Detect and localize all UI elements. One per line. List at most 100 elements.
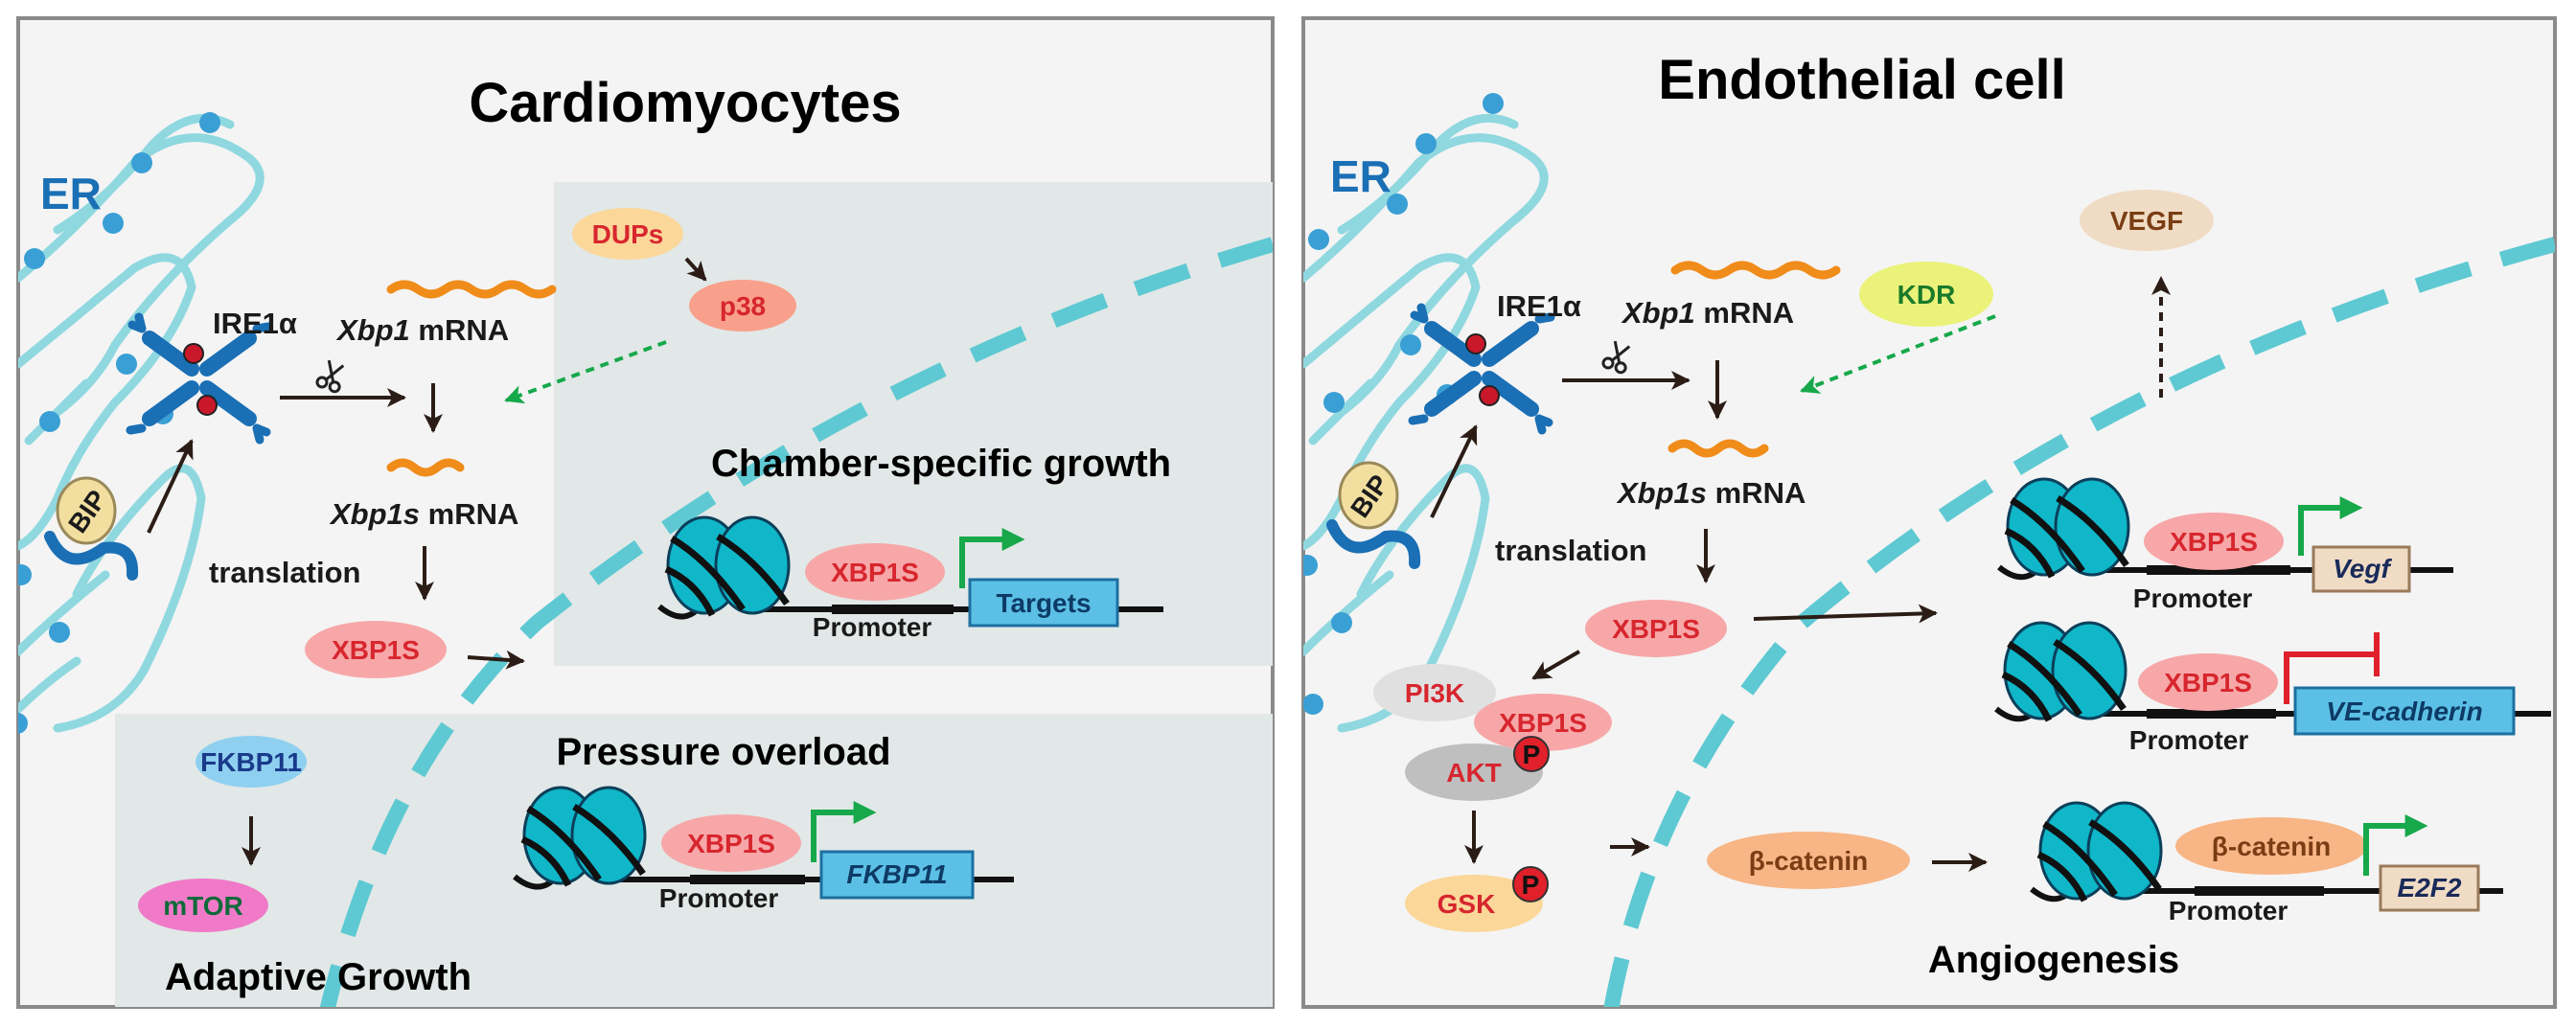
fkbp11-ellipse [196,736,307,788]
right-title: Endothelial cell [1658,49,2065,111]
gsk-ellipse [1405,875,1543,932]
right-xbp1s-ellipse [1585,600,1727,657]
chamber-target-label: Targets [996,588,1091,618]
kdr-label: KDR [1898,280,1956,309]
e2f2-gene-promoter-label: Promoter [2169,896,2288,925]
e2f2-gene-bcat-ellipse [2175,817,2367,875]
pressure-xbp1s-ellipse [661,814,801,872]
vegf-histones-icon [2006,479,2128,577]
vegf-gene-target-label: Vegf [2333,554,2392,583]
vegf-ellipse [2080,190,2214,251]
dups-to-p38-arrow [684,257,707,282]
left-xbp1s-gene: Xbp1s [329,497,420,531]
right-xbp1-suffix: mRNA [1695,296,1794,330]
dups-ellipse [572,208,683,260]
right-xbp1s-mrna-label: Xbp1s mRNA [1616,476,1806,510]
right-xbp1-gene: Xbp1 [1621,296,1695,330]
left-er-label: ER [40,169,102,218]
gsk-phospho-icon [1512,866,1549,902]
vecad-gene: XBP1S Promoter VE-cadherin [1994,623,2551,755]
vegf-label: VEGF [2110,206,2183,236]
right-xbp1s-label: XBP1S [1612,614,1700,644]
e2f2-activation-arrow [2363,814,2428,876]
chamber-xbp1s-label: XBP1S [831,558,919,587]
p38-to-splicing-arrow [504,340,667,404]
left-xbp1-gene: Xbp1 [335,313,410,347]
left-xbp1s-label: XBP1S [332,635,420,665]
pressure-promoter-label: Promoter [659,883,779,913]
p38-label: p38 [720,291,766,321]
e2f2-gene: β-catenin Promoter E2F2 [2030,803,2503,925]
vegf-gene: XBP1S Promoter Vegf [1997,479,2453,613]
vegf-gene-promoter-label: Promoter [2133,583,2253,613]
vecad-gene-target-box [2293,686,2516,736]
e2f2-gene-target-label: E2F2 [2398,873,2462,902]
akt-label: AKT [1446,758,1502,788]
right-translation-label: translation [1495,534,1646,567]
left-translation-label: translation [209,556,360,589]
right-xbp1s-gene: Xbp1s [1616,476,1707,510]
left-bip-to-ire1-arrow [147,439,194,534]
angiogenesis-title: Angiogenesis [1928,939,2179,981]
fkbp11-label: FKBP11 [200,747,302,777]
chamber-histones-icon [666,517,789,615]
akt-phospho-icon [1513,736,1550,772]
complex-xbp1s-label: XBP1S [1499,708,1587,738]
chamber-promoter-label: Promoter [813,612,932,642]
pi3k-ellipse [1373,664,1496,721]
left-bip-icon [56,476,117,545]
adaptive-title: Adaptive Growth [165,956,472,998]
complex-xbp1s-ellipse [1474,694,1612,751]
dups-label: DUPs [592,219,664,249]
left-title: Cardiomyocytes [469,72,901,134]
chamber-xbp1s-ellipse [805,543,945,601]
vecad-gene-xbp1s-label: XBP1S [2164,668,2252,697]
left-xbp1s-mrna-label: Xbp1s mRNA [329,497,518,531]
kdr-ellipse [1859,262,1993,327]
pressure-title: Pressure overload [556,731,890,773]
chamber-title: Chamber-specific growth [711,443,1171,485]
mtor-label: mTOR [163,891,243,921]
left-er-ribosomes [18,112,220,734]
pi3k-label: PI3K [1405,678,1464,708]
vegf-gene-xbp1s-ellipse [2144,513,2284,570]
left-xbp1s-mrna-icon [386,458,465,477]
vecad-gene-target-label: VE-cadherin [2326,697,2482,726]
gsk-label: GSK [1438,889,1496,919]
vecad-gene-promoter-label: Promoter [2129,725,2249,755]
left-ire1-label: IRE1α [213,307,297,340]
gsk-phospho-label: P [1522,870,1540,900]
xbp1s-to-pi3k-arrow [1531,650,1581,680]
e2f2-gene-target-box [2379,864,2480,912]
mtor-ellipse [138,879,268,932]
kdr-to-splicing-arrow [1800,314,1996,394]
akt-phospho-label: P [1523,740,1541,769]
vegf-gene-xbp1s-label: XBP1S [2170,527,2258,557]
pressure-activation-arrow [811,801,877,862]
pressure-histones-icon [522,788,645,885]
vecad-repression-symbol [2284,632,2380,704]
left-nucleus-boundary [319,237,1273,1007]
right-xbp1s-mrna-icon [1668,439,1769,458]
pressure-target-label: FKBP11 [846,859,947,889]
chamber-target-box [968,578,1119,628]
pressure-target-box [819,850,975,900]
pressure-xbp1s-label: XBP1S [687,829,775,858]
e2f2-gene-bcat-label: β-catenin [2212,832,2331,861]
p38-ellipse [689,280,796,331]
vecad-gene-xbp1s-ellipse [2138,653,2278,711]
chamber-activation-arrow [959,528,1025,588]
chamber-gene: XBP1S Promoter Targets [657,517,1163,642]
right-xbp1-mrna-icon [1670,261,1841,280]
xbp1s-to-genes-arrow [1753,604,1938,624]
right-ire1-label: IRE1α [1497,289,1581,323]
vegf-activation-arrow [2298,496,2363,556]
left-xbp1s-to-nucleus-arrow [467,650,525,670]
right-xbp1s-suffix: mRNA [1707,476,1806,510]
left-xbp1-mrna-icon [386,280,557,299]
bcat-ellipse [1707,832,1910,889]
left-xbp1s-ellipse [305,621,447,678]
right-bip-icon [1338,461,1399,530]
vegf-gene-target-box [2312,545,2411,593]
